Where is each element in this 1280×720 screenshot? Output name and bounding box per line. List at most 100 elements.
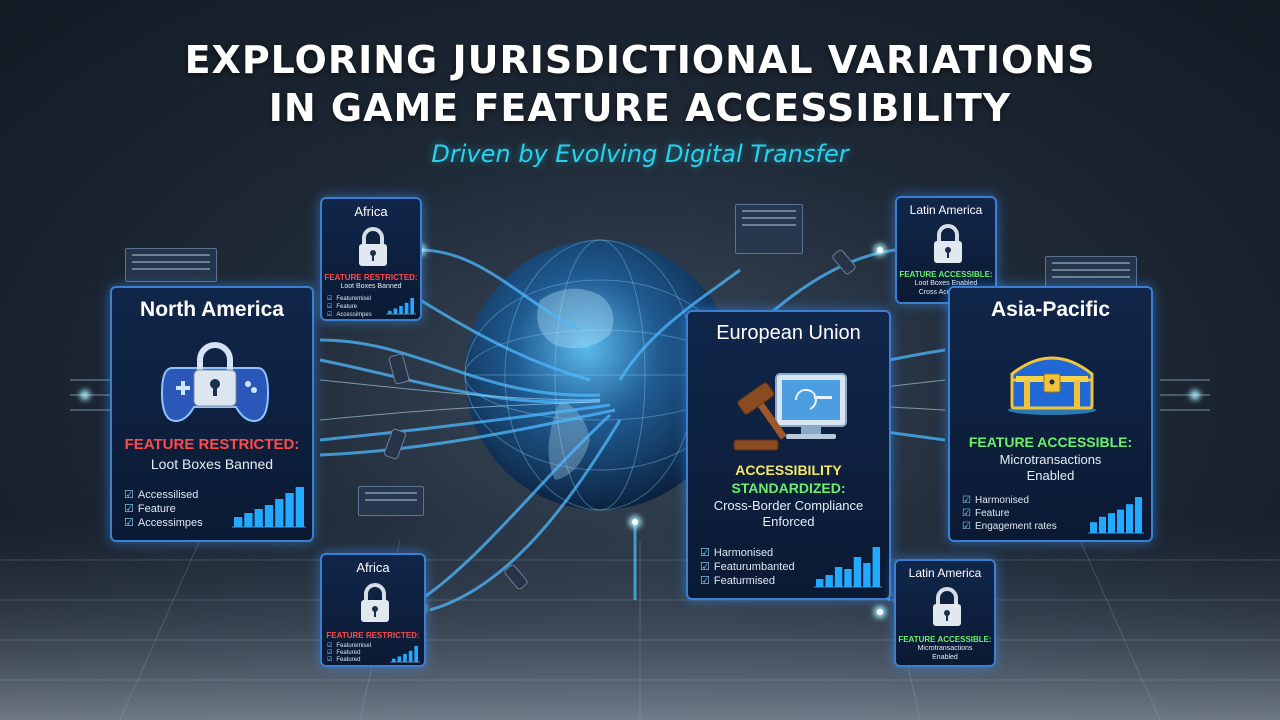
info-note	[358, 486, 424, 516]
bar	[404, 302, 409, 314]
check-item: ☑Engagement rates	[962, 521, 1057, 532]
checkbox-icon: ☑	[700, 561, 710, 573]
status-detail: Enabled	[1026, 468, 1075, 483]
checkbox-icon: ☑	[327, 296, 333, 302]
checkbox-icon: ☑	[327, 643, 333, 649]
bar	[834, 567, 843, 587]
region-card-africa-bottom: Africa FEATURE RESTRICTED: ☑Featuremisel…	[320, 553, 426, 667]
mini-bar-chart	[390, 646, 420, 663]
bar	[863, 563, 871, 587]
region-name: Latin America	[908, 566, 982, 580]
status-detail: Microtransactions	[917, 645, 973, 652]
region-card-asia-pacific: Asia-Pacific FEATURE ACCESSIBLE: Microtr…	[948, 286, 1153, 542]
bar	[254, 509, 263, 527]
bar	[392, 658, 396, 662]
padlock-icon	[361, 583, 389, 622]
mini-bar-chart	[386, 298, 416, 315]
check-list: ☑Featuremisel ☑Feature ☑Accessimpes	[327, 295, 372, 319]
bar	[234, 517, 243, 527]
bar	[872, 547, 880, 587]
checkbox-icon: ☑	[327, 657, 333, 663]
bar	[403, 654, 407, 662]
check-item: ☑Feature	[124, 503, 176, 515]
lock-gamepad-icon	[160, 342, 270, 423]
check-list: ☑Harmonised ☑Featurumbanted ☑Featurmised	[700, 546, 795, 588]
bar	[397, 656, 402, 662]
info-note	[1045, 256, 1137, 290]
title-line-1: EXPLORING JURISDICTIONAL VARIATIONS	[184, 38, 1096, 82]
status-label: FEATURE ACCESSIBLE:	[968, 434, 1133, 450]
status-label: FEATURE RESTRICTED:	[124, 436, 300, 453]
mini-bar-chart	[1088, 497, 1144, 534]
gavel-monitor-icon	[733, 373, 847, 451]
check-item: ☑Harmonised	[962, 495, 1029, 506]
info-note	[125, 248, 217, 282]
region-card-european-union: European Union ACCESSIBILITY STANDARDIZE…	[686, 310, 891, 600]
bar	[244, 513, 253, 527]
status-detail: Loot Boxes Banned	[150, 456, 274, 472]
check-item: ☑Featured	[327, 650, 361, 656]
region-card-latin-america-bottom: Latin America FEATURE ACCESSIBLE: Microt…	[894, 559, 996, 667]
info-note	[735, 204, 803, 254]
check-item: ☑Harmonised	[700, 547, 774, 559]
status-detail: Loot Boxes Banned	[340, 283, 402, 290]
region-name: European Union	[716, 322, 861, 344]
subtitle: Driven by Evolving Digital Transfer	[431, 140, 849, 168]
bar	[1099, 516, 1106, 533]
status-label: FEATURE RESTRICTED:	[324, 273, 418, 282]
bar	[264, 505, 274, 527]
status-label: FEATURE RESTRICTED:	[326, 631, 420, 640]
check-list: ☑Harmonised ☑Feature ☑Engagement rates	[962, 494, 1057, 533]
check-list: ☑Accessilised ☑Feature ☑Accessimpes	[124, 488, 203, 530]
bar	[414, 646, 418, 662]
checkbox-icon: ☑	[962, 508, 971, 519]
status-detail: Loot Boxes Enabled	[914, 280, 978, 287]
status-detail: Cross-Border Compliance	[713, 498, 864, 513]
status-detail: Cross Accesibility	[918, 289, 974, 296]
check-item: ☑Featuremisel	[327, 643, 372, 649]
status-detail: Enforced	[762, 514, 815, 529]
title-line-2: IN GAME FEATURE ACCESSIBILITY	[268, 86, 1012, 130]
status-detail: Enabled	[932, 654, 958, 661]
bar	[844, 569, 852, 587]
bar	[1126, 504, 1133, 533]
checkbox-icon: ☑	[124, 517, 134, 529]
mini-bar-chart	[814, 547, 882, 588]
checkbox-icon: ☑	[700, 575, 710, 587]
treasure-chest-icon	[1008, 356, 1096, 415]
mini-bar-chart	[232, 487, 306, 528]
status-label: FEATURE ACCESSIBLE:	[898, 635, 992, 644]
checkbox-icon: ☑	[124, 503, 134, 515]
status-label: ACCESSIBILITY	[735, 462, 842, 478]
bar	[853, 557, 862, 587]
checkbox-icon: ☑	[700, 547, 710, 559]
status-label: FEATURE ACCESSIBLE:	[899, 270, 993, 279]
padlock-icon	[934, 224, 962, 263]
status-label: STANDARDIZED:	[731, 480, 846, 496]
bar	[393, 308, 398, 314]
check-item: ☑Accessilised	[124, 489, 199, 501]
check-item: ☑Accessimpes	[327, 312, 372, 318]
region-name: Africa	[356, 560, 390, 575]
bar	[1117, 509, 1124, 533]
bar	[1090, 522, 1097, 533]
checkbox-icon: ☑	[327, 312, 333, 318]
region-name: Latin America	[909, 203, 983, 217]
padlock-icon	[359, 227, 387, 266]
check-item: ☑Featured	[327, 657, 361, 663]
status-detail: Microtransactions	[999, 452, 1102, 467]
check-list: ☑Featuremisel ☑Featured ☑Featured	[327, 643, 371, 664]
checkbox-icon: ☑	[327, 304, 333, 310]
checkbox-icon: ☑	[962, 495, 971, 506]
check-item: ☑Feature	[327, 304, 358, 310]
bar	[816, 579, 824, 587]
bar	[410, 298, 414, 314]
bar	[1108, 513, 1115, 533]
check-item: ☑Feature	[962, 508, 1010, 519]
region-name: Africa	[354, 204, 388, 219]
region-name: Asia-Pacific	[990, 298, 1111, 321]
bar	[399, 306, 403, 314]
region-name: North America	[140, 298, 284, 321]
checkbox-icon: ☑	[962, 521, 971, 532]
